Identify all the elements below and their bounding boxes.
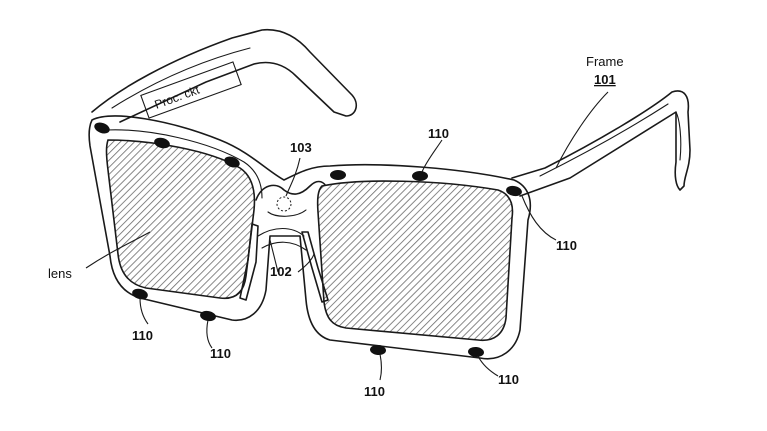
sensor-dot <box>506 185 522 197</box>
sensor-dot <box>132 288 148 300</box>
center-sensor-103 <box>276 196 292 212</box>
sensor-dot <box>154 137 170 149</box>
ref-103-label: 103 <box>290 140 312 155</box>
sensor-dot <box>412 171 428 181</box>
sensor-110-label: 110 <box>498 372 519 387</box>
sensor-dot <box>468 346 484 358</box>
sensor-dot <box>330 170 346 180</box>
sensor-dot <box>200 310 216 322</box>
sensor-110-label: 110 <box>428 126 449 141</box>
nose-pads <box>239 223 329 303</box>
sensor-110-label: 110 <box>556 238 577 253</box>
leader-lines <box>85 91 609 381</box>
sensor-110-label: 110 <box>364 384 385 399</box>
frame-ref-101: 101 <box>594 72 616 87</box>
left-temple <box>91 28 358 123</box>
sensor-dot <box>94 122 110 134</box>
sensor-110-label: 110 <box>132 328 153 343</box>
right-temple <box>511 90 691 197</box>
right-lens <box>316 180 514 342</box>
sensors-110 <box>94 122 522 358</box>
sensor-dot <box>224 156 240 168</box>
frame-label: Frame <box>586 54 624 69</box>
sensor-dot <box>370 344 386 356</box>
lens-label: lens <box>48 266 72 281</box>
ref-102-label: 102 <box>270 264 292 279</box>
sensor-110-label: 110 <box>210 346 231 361</box>
